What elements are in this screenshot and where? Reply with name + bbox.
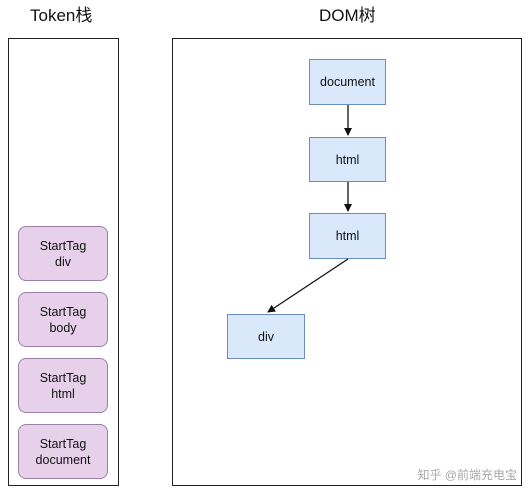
dom-node-div: div [227,314,305,359]
dom-node-document: document [309,59,386,105]
dom-tree-panel [172,38,522,486]
dom-node-html-child: html [309,213,386,259]
token-starttag-body: StartTag body [18,292,108,347]
dom-tree-title: DOM树 [319,6,376,25]
token-type: StartTag [39,238,87,253]
watermark-text: 知乎 @前端充电宝 [417,468,517,482]
token-name: html [51,386,75,401]
token-starttag-html: StartTag html [18,358,108,413]
token-starttag-document: StartTag document [18,424,108,479]
token-name: div [55,254,71,269]
token-starttag-div: StartTag div [18,226,108,281]
token-name: body [49,320,77,335]
token-type: StartTag [39,304,87,319]
dom-node-html: html [309,137,386,182]
token-name: document [35,452,91,467]
token-type: StartTag [39,436,87,451]
token-type: StartTag [39,370,87,385]
token-stack-title: Token栈 [30,6,93,25]
